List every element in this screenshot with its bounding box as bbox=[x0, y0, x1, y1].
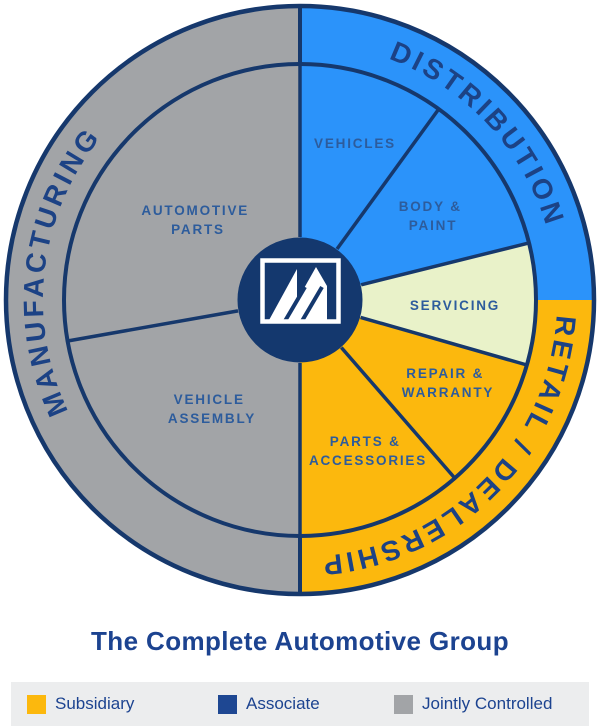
label-body-paint: BODY & PAINT bbox=[399, 199, 468, 233]
sector-servicing bbox=[300, 242, 537, 365]
sector-vehicles bbox=[300, 64, 439, 300]
label-parts-accessories: PARTS & ACCESSORIES bbox=[309, 434, 427, 468]
subsidiary-color-swatch bbox=[27, 694, 46, 714]
sector-parts-accessories bbox=[300, 300, 455, 536]
label-servicing: SERVICING bbox=[410, 298, 500, 313]
sector-divider-lines bbox=[67, 6, 530, 594]
legend-item-associate: Associate bbox=[218, 682, 320, 726]
center-logo bbox=[237, 237, 363, 363]
jointly-controlled-color-swatch bbox=[394, 694, 413, 714]
legend-label-jointly-controlled: Jointly Controlled bbox=[422, 694, 553, 713]
label-vehicles: VEHICLES bbox=[314, 136, 396, 151]
page-title: The Complete Automotive Group bbox=[91, 626, 509, 656]
automotive-group-wheel: DISTRIBUTION RETAIL / DEALERSHIP MANUFAC… bbox=[3, 3, 597, 597]
outer-rim bbox=[3, 3, 597, 597]
legend-label-subsidiary: Subsidiary bbox=[55, 694, 135, 713]
sector-vehicle-assembly bbox=[67, 300, 300, 536]
m-monogram-icon bbox=[260, 258, 341, 324]
sector-repair-warranty bbox=[300, 300, 527, 479]
label-vehicle-assembly: VEHICLE ASSEMBLY bbox=[168, 392, 256, 426]
legend-label-associate: Associate bbox=[246, 694, 320, 713]
sector-automotive-parts bbox=[64, 64, 300, 341]
sector-body-paint bbox=[300, 109, 529, 300]
legend-item-subsidiary: Subsidiary bbox=[27, 682, 134, 726]
legend-item-jointly-controlled: Jointly Controlled bbox=[394, 682, 552, 726]
label-automotive-parts: AUTOMOTIVE PARTS bbox=[141, 203, 254, 237]
inner-ring-border bbox=[62, 62, 538, 538]
legend: Subsidiary Associate Jointly Controlled bbox=[11, 682, 589, 726]
label-repair-warranty: REPAIR & WARRANTY bbox=[402, 366, 494, 400]
inner-sectors bbox=[64, 64, 537, 536]
associate-color-swatch bbox=[218, 694, 237, 714]
